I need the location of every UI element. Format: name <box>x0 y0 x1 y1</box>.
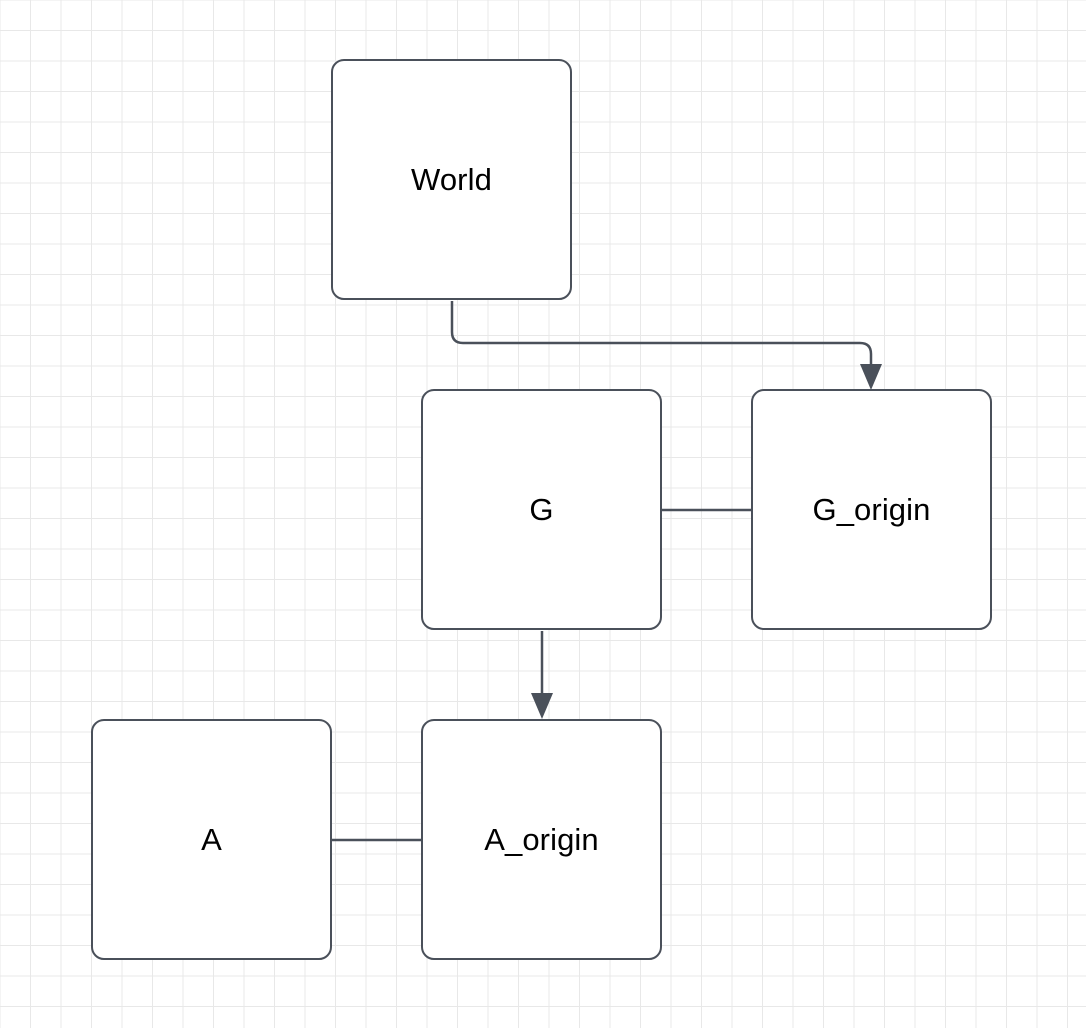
edge-line <box>450 301 873 378</box>
node-label-g: G <box>529 492 554 527</box>
node-a-origin[interactable]: A_origin <box>421 719 662 960</box>
node-g[interactable]: G <box>421 389 662 630</box>
arrowhead-icon <box>860 364 882 390</box>
node-label-a-origin: A_origin <box>484 822 599 857</box>
edge-world-to-g_origin[interactable] <box>450 301 882 390</box>
node-a[interactable]: A <box>91 719 332 960</box>
node-label-a: A <box>201 822 222 857</box>
node-world[interactable]: World <box>331 59 572 300</box>
node-label-g-origin: G_origin <box>812 492 931 527</box>
node-g-origin[interactable]: G_origin <box>751 389 992 630</box>
arrowhead-icon <box>531 693 553 719</box>
node-label-world: World <box>411 162 492 197</box>
edge-g-to-a_origin[interactable] <box>531 631 553 719</box>
